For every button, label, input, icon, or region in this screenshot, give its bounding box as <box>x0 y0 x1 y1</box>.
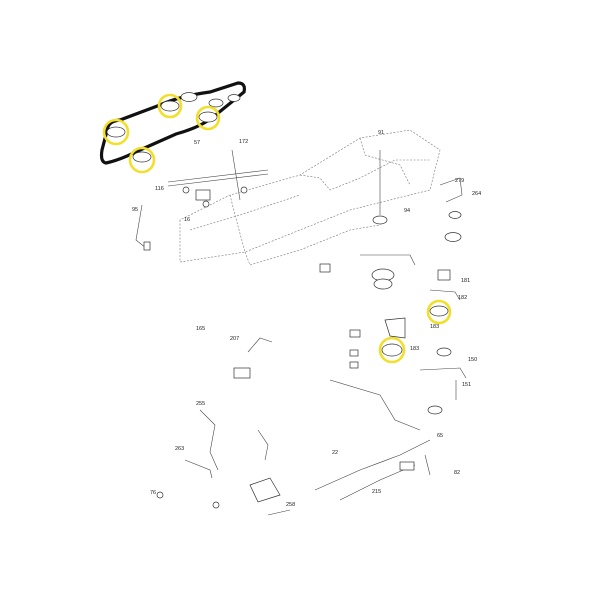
label-255: 255 <box>196 401 205 407</box>
highlight-pulley-top-right <box>195 105 221 131</box>
deck-belt-group: 57 <box>99 81 246 174</box>
label-207: 207 <box>230 336 239 342</box>
right-assembly <box>419 177 467 415</box>
chassis-frame <box>179 129 441 266</box>
highlight-pulley-belt-bottom <box>128 146 156 174</box>
pulley-icon <box>180 92 198 102</box>
pulley-icon <box>227 94 241 102</box>
label-116: 116 <box>155 186 164 192</box>
belt-label: 57 <box>194 140 200 146</box>
label-53: 82 <box>454 470 460 476</box>
label-95: 95 <box>132 207 138 213</box>
pulley-icon <box>208 98 224 108</box>
linkage-lower <box>156 337 431 516</box>
label-16: 16 <box>184 217 190 223</box>
label-150: 150 <box>468 357 477 363</box>
label-183-center: 183 <box>410 346 419 352</box>
label-172: 172 <box>239 139 248 145</box>
pulley-icon <box>132 151 152 163</box>
label-22: 22 <box>332 450 338 456</box>
label-165: 165 <box>196 326 205 332</box>
deck-belt <box>99 81 246 165</box>
highlight-idler-183-center <box>378 336 406 364</box>
callouts: 91 172 183 183 181 182 94 150 151 95 116… <box>132 130 481 508</box>
pulley-icon <box>429 305 449 317</box>
label-215: 215 <box>372 489 381 495</box>
label-263: 263 <box>175 446 184 452</box>
label-181: 181 <box>461 278 470 284</box>
pulley-icon <box>198 111 218 123</box>
pulley-icon <box>106 126 126 138</box>
label-264: 264 <box>472 191 481 197</box>
highlight-pulley-top-center <box>157 93 183 119</box>
label-120: 65 <box>437 433 443 439</box>
highlight-pulley-top-left <box>102 118 130 146</box>
linkage-upper <box>135 149 269 251</box>
label-279: 279 <box>455 178 464 184</box>
label-94: 94 <box>404 208 410 214</box>
label-76: 76 <box>150 490 156 496</box>
center-cluster <box>319 150 416 369</box>
label-183-right: 183 <box>430 324 439 330</box>
label-91: 91 <box>378 130 384 136</box>
pulley-icon <box>381 343 403 357</box>
label-258: 258 <box>286 502 295 508</box>
highlight-idler-183-right <box>426 299 452 325</box>
label-151: 151 <box>462 382 471 388</box>
pulley-icon <box>160 100 180 112</box>
label-182: 182 <box>458 295 467 301</box>
